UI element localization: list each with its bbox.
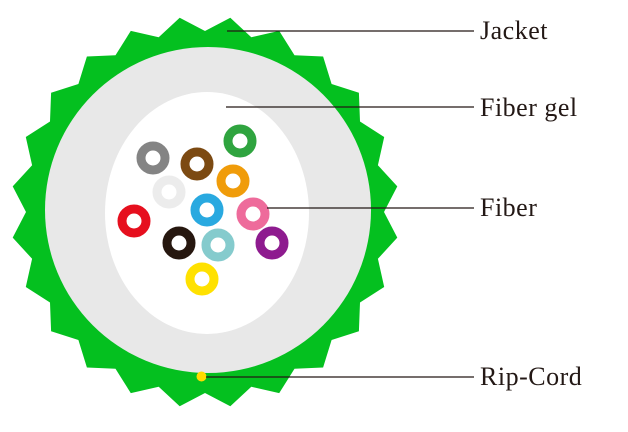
label-rip-cord: Rip-Cord (480, 362, 583, 391)
fiber-ring-blue (190, 193, 224, 227)
label-fiber-gel: Fiber gel (480, 93, 578, 122)
fiber-ring-yellow (185, 262, 219, 296)
fiber-ring-rose (236, 197, 270, 231)
fiber-ring-black (162, 226, 196, 260)
fiber-ring-green (223, 124, 257, 158)
fiber-ring-violet (255, 226, 289, 260)
fiber-ring-white (152, 175, 186, 209)
fiber-ring-slate (136, 141, 170, 175)
label-jacket: Jacket (480, 16, 548, 45)
label-fiber: Fiber (480, 193, 538, 222)
fiber-ring-aqua (201, 228, 235, 262)
fiber-ring-orange (216, 164, 250, 198)
fiber-ring-brown (180, 147, 214, 181)
ripcord-dot (196, 371, 207, 382)
fiber-ring-red (117, 204, 151, 238)
core-area (105, 92, 309, 334)
